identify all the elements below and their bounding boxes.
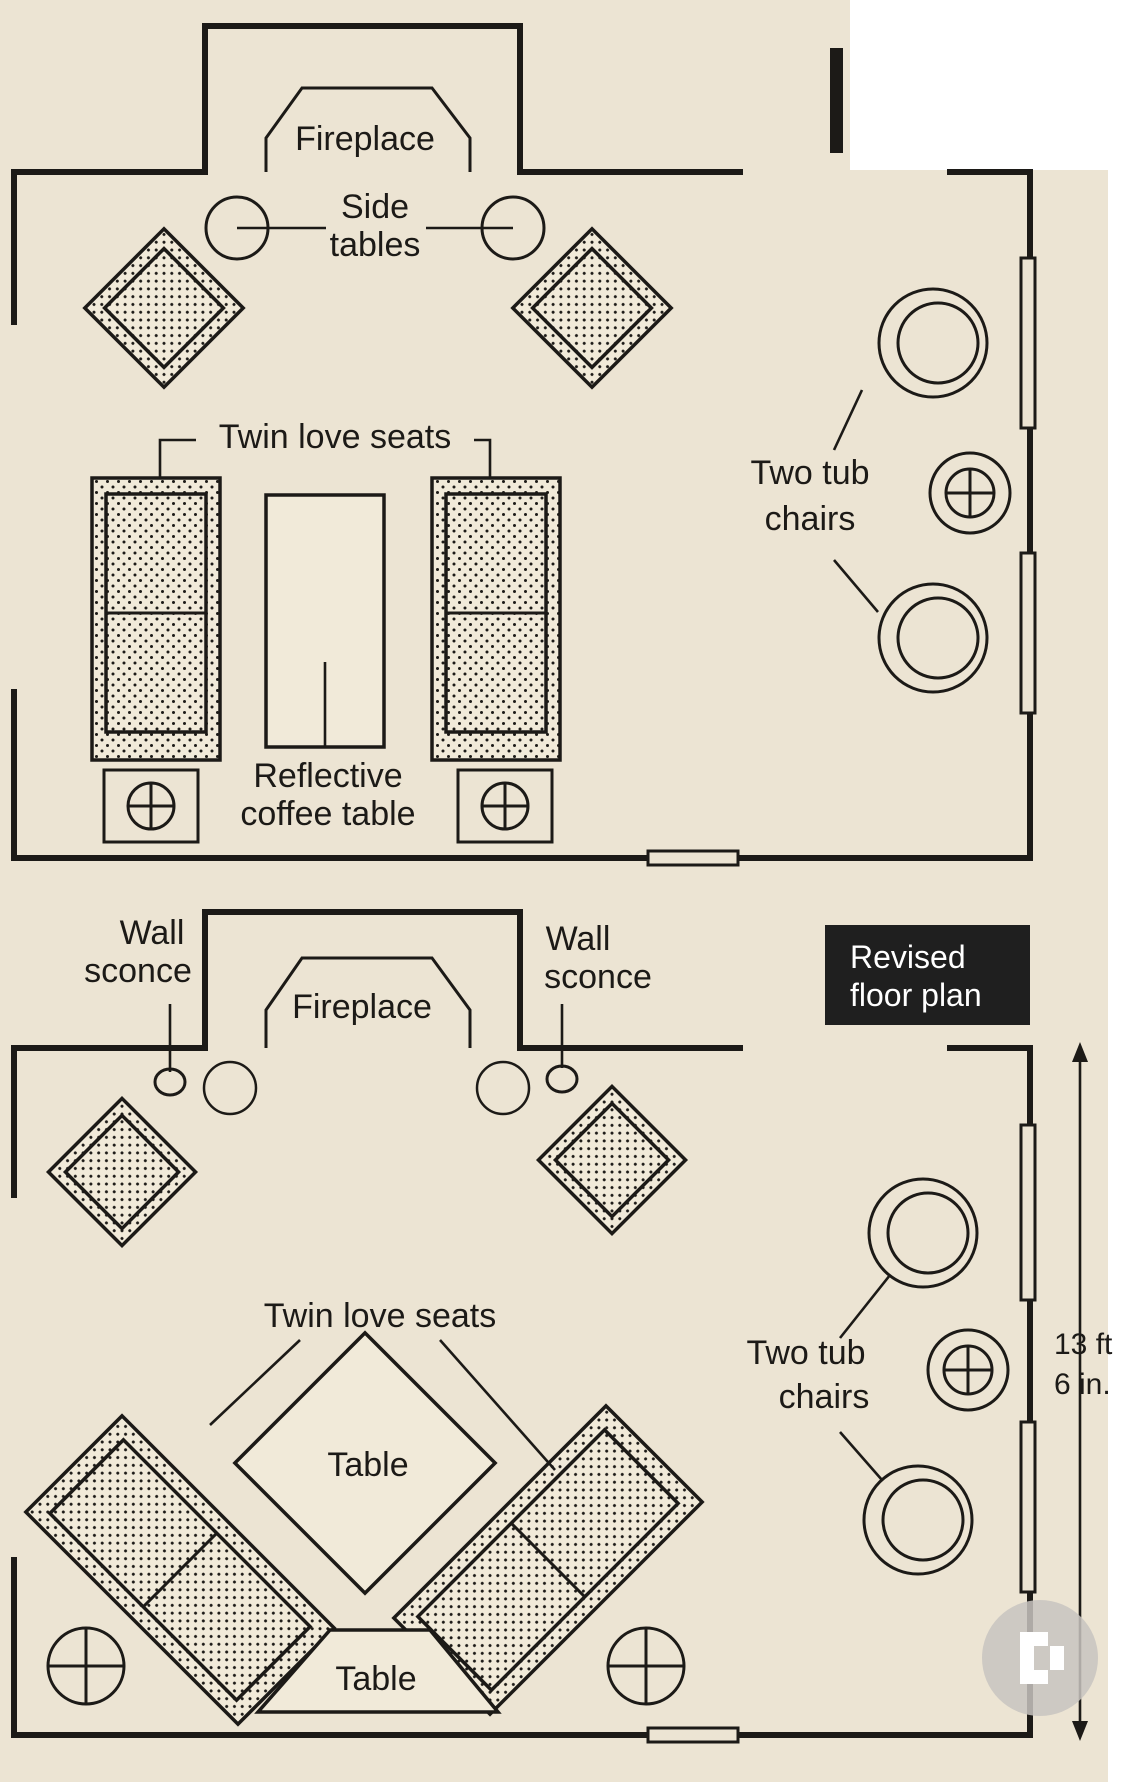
love-seats-label: Twin love seats bbox=[219, 418, 451, 456]
armchair bbox=[535, 1083, 689, 1237]
side-table bbox=[202, 1060, 258, 1116]
leader-line bbox=[474, 438, 492, 478]
wall-sconce-right-line2: sconce bbox=[544, 958, 652, 996]
room-wall-bottom bbox=[11, 689, 651, 861]
room-wall-top bbox=[11, 23, 743, 325]
leader-line bbox=[439, 1339, 556, 1471]
room-wall-right bbox=[735, 169, 1033, 861]
badge-line1: Revised bbox=[850, 939, 966, 975]
lamp-crosshair-icon bbox=[928, 451, 1012, 535]
leader-line bbox=[832, 389, 864, 451]
armchair bbox=[45, 1095, 199, 1249]
wall-sconce-left-line2: sconce bbox=[84, 952, 192, 990]
revised-badge bbox=[825, 925, 1030, 1025]
love-seat bbox=[90, 476, 222, 762]
top-right-blank bbox=[850, 0, 1125, 170]
fireplace-label: Fireplace bbox=[292, 988, 432, 1026]
table-center-label: Table bbox=[327, 1446, 408, 1484]
fireplace bbox=[264, 86, 472, 172]
tub-chairs-label-line1: Two tub bbox=[746, 1334, 865, 1372]
tub-chairs-label-line2: chairs bbox=[765, 500, 856, 538]
end-table-lamp bbox=[102, 768, 200, 844]
leader-line bbox=[838, 1274, 892, 1339]
coffee-table-label-line2: coffee table bbox=[240, 795, 415, 833]
page-edge-bar bbox=[830, 48, 843, 153]
door-threshold bbox=[646, 1726, 740, 1744]
original-plan: Fireplace Side tables Twin lov bbox=[11, 23, 1037, 867]
tub-chairs-label-line1: Two tub bbox=[750, 454, 869, 492]
revised-plan: Revised floor plan Fireplace Wall sconce… bbox=[11, 909, 1113, 1744]
armchair bbox=[82, 226, 246, 390]
leader-line bbox=[158, 438, 196, 478]
tub-chair bbox=[867, 1177, 979, 1289]
table-bottom-label: Table bbox=[335, 1660, 416, 1698]
window bbox=[1019, 551, 1037, 715]
tub-chairs-label-line2: chairs bbox=[779, 1378, 870, 1416]
wall-sconce bbox=[153, 1067, 187, 1097]
lamp-crosshair-icon bbox=[926, 1328, 1010, 1412]
love-seat bbox=[391, 1403, 705, 1717]
love-seat bbox=[23, 1413, 337, 1727]
table-center bbox=[232, 1330, 498, 1596]
tub-chair bbox=[877, 582, 989, 694]
side-strip bbox=[1108, 0, 1125, 1782]
lamp-crosshair-icon bbox=[606, 1626, 686, 1706]
leader-line bbox=[209, 1339, 301, 1426]
window bbox=[1019, 1123, 1037, 1302]
lamp-crosshair-icon bbox=[126, 781, 176, 831]
lamp-crosshair-icon bbox=[480, 781, 530, 831]
fireplace bbox=[264, 956, 472, 1048]
room-wall-right bbox=[735, 1045, 1033, 1738]
side-tables-label-line2: tables bbox=[330, 226, 421, 264]
window bbox=[1019, 1420, 1037, 1594]
tub-chair bbox=[877, 287, 989, 399]
armchair bbox=[510, 226, 674, 390]
tub-chair bbox=[862, 1464, 974, 1576]
wall-sconce-left-line1: Wall bbox=[120, 914, 185, 952]
love-seats-label: Twin love seats bbox=[264, 1297, 496, 1335]
side-table bbox=[475, 1060, 531, 1116]
table-bottom bbox=[254, 1628, 502, 1714]
dimension-label-line1: 13 ft bbox=[1054, 1328, 1113, 1361]
leader-line bbox=[839, 1431, 883, 1481]
room-wall-top bbox=[11, 909, 743, 1198]
coffee-table-label-line1: Reflective bbox=[253, 757, 402, 795]
room-wall-bottom bbox=[11, 1557, 651, 1738]
side-tables-label-line1: Side bbox=[341, 188, 409, 226]
end-table-lamp bbox=[456, 768, 554, 844]
wall-sconce-right-line1: Wall bbox=[546, 920, 611, 958]
wall-sconce bbox=[545, 1064, 579, 1094]
leader-line bbox=[833, 559, 879, 613]
watermark-logo-icon bbox=[982, 1600, 1098, 1716]
door-threshold bbox=[646, 849, 740, 867]
badge-line2: floor plan bbox=[850, 977, 982, 1013]
window bbox=[1019, 256, 1037, 430]
lamp-crosshair-icon bbox=[46, 1626, 126, 1706]
fireplace-label: Fireplace bbox=[295, 120, 435, 158]
love-seat bbox=[430, 476, 562, 762]
dimension-label-line2: 6 in. bbox=[1054, 1368, 1111, 1401]
dimension-arrow bbox=[1072, 1042, 1088, 1741]
